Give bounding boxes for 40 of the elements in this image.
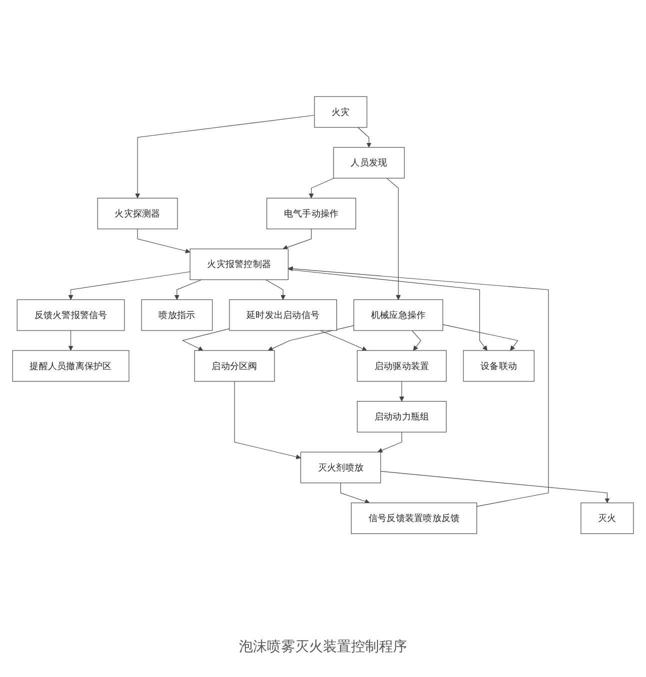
node-box: 灭火剂喷放 bbox=[300, 452, 381, 484]
node-box: 延时发出启动信号 bbox=[229, 299, 337, 331]
arrow bbox=[358, 126, 372, 148]
node-box: 启动动力瓶组 bbox=[356, 400, 447, 432]
arrow bbox=[412, 330, 422, 351]
node-box: 启动驱动装置 bbox=[356, 350, 447, 382]
arrow bbox=[378, 432, 402, 453]
arrow bbox=[340, 482, 370, 504]
node-box: 火灾报警控制器 bbox=[190, 248, 288, 280]
arrow bbox=[442, 324, 518, 351]
arrow bbox=[288, 269, 488, 351]
arrow bbox=[68, 271, 190, 300]
node-box: 喷放指示 bbox=[141, 299, 213, 331]
arrow bbox=[386, 178, 401, 300]
arrow bbox=[308, 178, 334, 198]
node-box: 电气手动操作 bbox=[266, 198, 356, 230]
node-box: 火灾探测器 bbox=[97, 198, 178, 230]
node-box: 设备联动 bbox=[463, 350, 534, 382]
node-box: 火灾 bbox=[314, 96, 368, 128]
arrow bbox=[135, 114, 315, 198]
arrow bbox=[137, 228, 190, 254]
arrow bbox=[268, 325, 354, 351]
arrow bbox=[265, 279, 286, 300]
caption: 泡沫喷雾灭火装置控制程序 bbox=[239, 638, 407, 656]
node-box: 机械应急操作 bbox=[354, 299, 444, 331]
arrow bbox=[399, 380, 404, 402]
node-box: 信号反馈装置喷放反馈 bbox=[350, 502, 478, 534]
arrow bbox=[282, 228, 312, 250]
arrow bbox=[234, 380, 301, 460]
arrow bbox=[380, 470, 610, 503]
node-box: 人员发现 bbox=[333, 146, 405, 178]
node-box: 反馈火警报警信号 bbox=[16, 299, 125, 331]
arrow bbox=[182, 328, 230, 351]
arrow bbox=[174, 279, 202, 300]
arrow bbox=[68, 330, 74, 351]
arrow bbox=[320, 330, 367, 351]
node-box: 灭火 bbox=[580, 502, 634, 534]
node-box: 提醒人员撤离保护区 bbox=[12, 350, 130, 382]
node-box: 启动分区阀 bbox=[194, 350, 275, 382]
arrow bbox=[288, 266, 549, 507]
